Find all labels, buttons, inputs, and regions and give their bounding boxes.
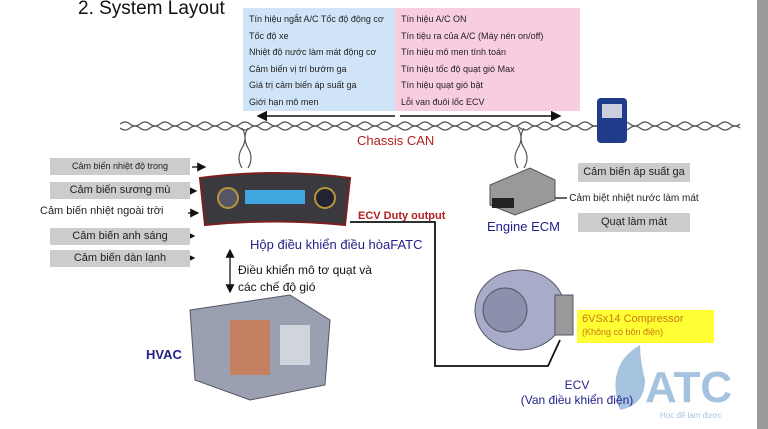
sensor-box: Quạt làm mát [578,213,690,232]
compressor-label: 6VSx14 Compressor (Không có bôn điện) [577,310,714,343]
engine-ecm-label: Engine ECM [487,219,560,234]
chassis-can-label: Chassis CAN [357,133,435,148]
signal-item: Tốc độ xe [249,30,289,41]
ecv-label: ECV (Van điều khiển điện) [512,378,642,408]
ecv-name: ECV [564,378,590,392]
text-line: Điều khiển mô tơ quạt và [238,263,372,277]
sensor-box: Cảm biệt nhiệt nước làm mát [569,193,699,204]
signal-item: Tín hiệu ngắt A/C Tốc độ động cơ [249,14,384,24]
ecv-duty-label: ECV Duty output [358,210,446,222]
logo-tagline: Học để làm được [660,411,722,420]
sensor-box: Cảm biến sương mù [50,182,190,199]
fatc-signal-list: Tín hiệu ngắt A/C Tốc độ động cơ Tốc độ … [243,8,395,111]
signal-item: Nhiệt độ nước làm mát động cơ [249,47,377,57]
sensor-box: Cảm biến nhiệt ngoài trời [40,205,164,217]
signal-item: Lỗi van đuôi lốc ECV [401,96,485,107]
logo-text: ATC [645,363,732,412]
side-bar [757,0,768,429]
can-bus [119,113,741,169]
sensor-box: Cảm biến dàn lạnh [50,250,190,267]
signal-item: Tín tiệu ra của A/C (Máy nén on/off) [401,30,544,41]
blower-control-label: Điều khiển mô tơ quạt và các chế độ gió [238,262,372,296]
signal-item: Giá trị cảm biến áp suất ga [249,80,357,90]
signal-item: Tín hiệu A/C ON [401,14,467,24]
sensor-box: Cảm biến áp suất ga [578,163,690,182]
engine-ecm-image [489,167,556,216]
signal-item: Tín hiệu mô men tính toán [401,47,507,57]
ecv-wire [350,221,561,367]
ecm-signal-list: Tín hiệu A/C ON Tín tiệu ra của A/C (Máy… [395,8,580,111]
atc-logo: ATC Học để làm được [615,345,732,420]
gds-scanner-image [597,98,627,143]
sensor-box: Cảm biến anh sáng [50,228,190,245]
slide-title: 2. System Layout [78,0,225,19]
fatc-controller-image [198,172,352,227]
signal-item: Tín hiệu quạt gió bật [401,80,484,90]
signal-item: Cảm biến vị trí bướm ga [249,63,347,74]
signal-item: Giới hạn mô men [249,96,319,107]
hvac-unit-image [189,294,331,401]
signal-item: Tín hiệu tốc độ quạt gió Max [401,63,515,74]
compressor-model: 6VSx14 Compressor [582,313,684,325]
compressor-note: (Không có bôn điện) [582,327,664,337]
ecv-description: (Van điều khiển điện) [520,393,634,407]
sensor-box: Cảm biến nhiệt độ trong [50,158,190,175]
hvac-label: HVAC [146,347,182,362]
sensor-arrows [178,162,567,294]
fatc-label: Hộp điều khiển điều hòaFATC [250,237,423,252]
text-line: các chế độ gió [238,280,316,294]
compressor-image [474,269,574,351]
